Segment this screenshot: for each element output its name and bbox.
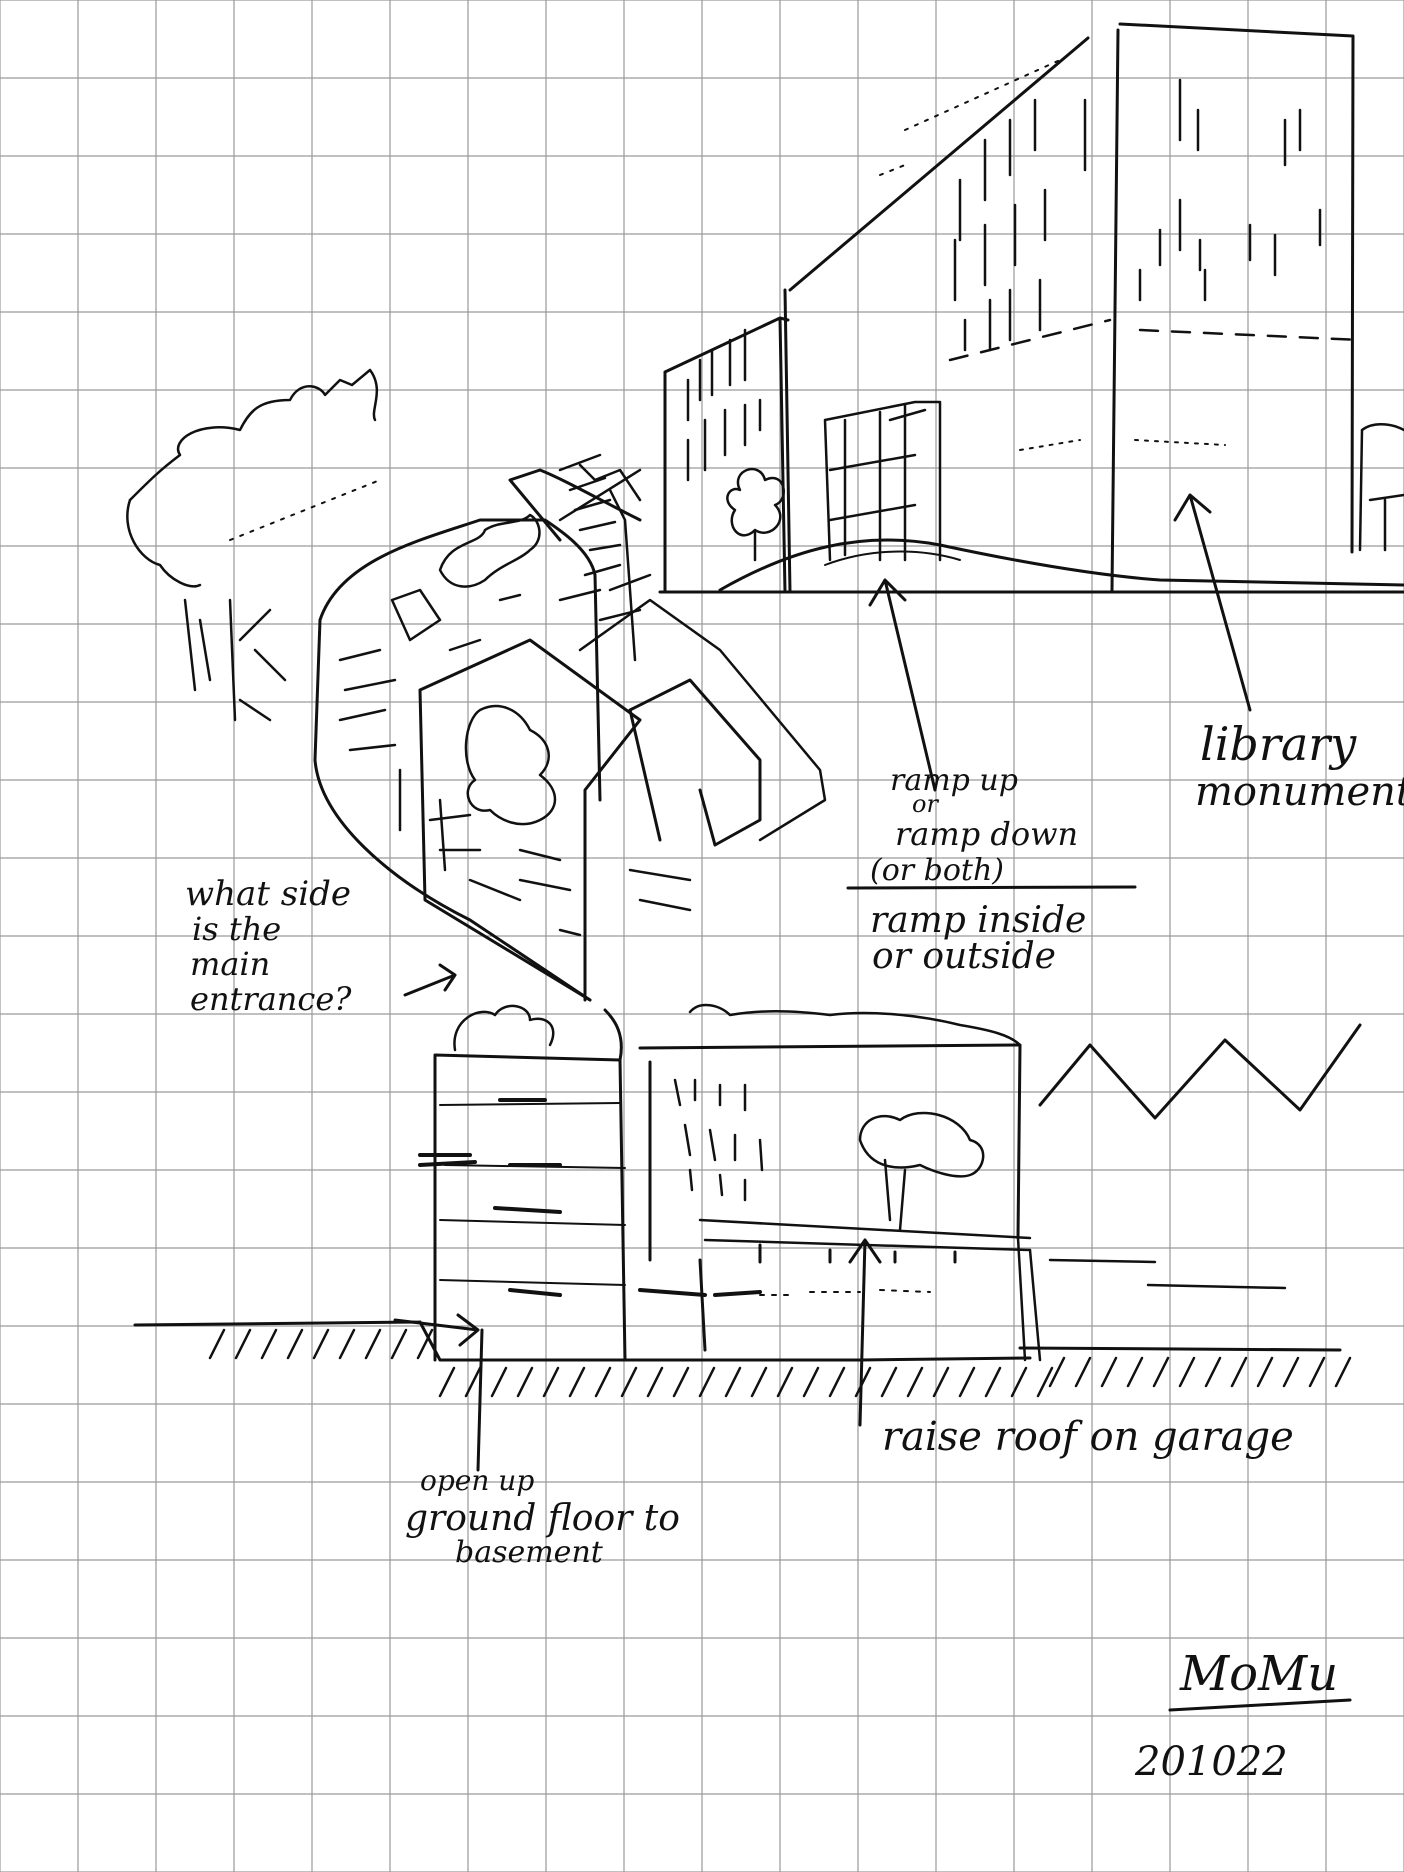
ground-floor-arrow: [476, 1328, 484, 1472]
hatch-stroke: [1178, 1356, 1196, 1388]
ground-label-line1: open up: [420, 1464, 534, 1497]
hatch-stroke: [594, 1366, 612, 1398]
hatch-stroke: [490, 1366, 508, 1398]
hatch-stroke: [672, 1366, 690, 1398]
ramp-label-line3: ramp down: [895, 815, 1078, 853]
library-slanted-roof: [783, 36, 1090, 594]
signature-date: 201022: [1134, 1739, 1288, 1785]
zigzag-roofline: [1038, 1023, 1362, 1120]
hatch-stroke: [338, 1328, 356, 1360]
hatch-stroke: [828, 1366, 846, 1398]
hatch-stroke: [698, 1366, 716, 1398]
ground-label-line3: basement: [455, 1535, 604, 1570]
hatch-stroke: [516, 1366, 534, 1398]
library-monument-block: [1110, 22, 1355, 592]
entrance-label-line3: main: [190, 945, 270, 983]
hatch-stroke: [312, 1328, 330, 1360]
entrance-label-line1: what side: [185, 874, 351, 914]
hatch-stroke: [802, 1366, 820, 1398]
signature-name: MoMu: [1179, 1646, 1338, 1702]
hatch-stroke: [364, 1328, 382, 1360]
ramp-label-line6: or outside: [872, 936, 1056, 977]
library-label-line1: library: [1200, 717, 1357, 771]
hatch-stroke: [1308, 1356, 1326, 1388]
hatch-stroke: [854, 1366, 872, 1398]
hatch-stroke: [234, 1328, 252, 1360]
library-arrow: [1173, 493, 1252, 712]
hatch-stroke: [568, 1366, 586, 1398]
tree-left-trunk: [183, 598, 287, 722]
hatch-stroke: [750, 1366, 768, 1398]
hatch-stroke: [464, 1366, 482, 1398]
ramp-label-line2: or: [912, 790, 939, 818]
hatch-stroke: [620, 1366, 638, 1398]
garage-arrow: [848, 1238, 882, 1427]
hatch-stroke: [1152, 1356, 1170, 1388]
hatch-stroke: [416, 1328, 434, 1360]
hatch-stroke: [1230, 1356, 1248, 1388]
hatch-stroke: [646, 1366, 664, 1398]
hatch-stroke: [1204, 1356, 1222, 1388]
hatch-stroke: [1282, 1356, 1300, 1388]
garage-label: raise roof on garage: [882, 1414, 1294, 1460]
hatch-stroke: [776, 1366, 794, 1398]
entrance-arrow: [403, 963, 457, 997]
hatch-stroke: [984, 1366, 1002, 1398]
hatch-stroke: [906, 1366, 924, 1398]
hatch-stroke: [932, 1366, 950, 1398]
library-label-line2: monument: [1195, 769, 1404, 815]
hatch-stroke: [286, 1328, 304, 1360]
earth-hatching: [208, 1328, 1352, 1398]
ramp-label-line4: (or both): [870, 853, 1004, 888]
hatch-stroke: [1010, 1366, 1028, 1398]
ramp-label-line1: ramp up: [890, 763, 1018, 798]
hatch-stroke: [1048, 1356, 1066, 1388]
hatch-stroke: [1126, 1356, 1144, 1388]
hatch-stroke: [260, 1328, 278, 1360]
section-drawing: [133, 885, 1362, 1712]
entrance-label-line2: is the: [192, 910, 281, 948]
entrance-label-line4: entrance?: [190, 980, 352, 1018]
annotations: library monument ramp up or ramp down (o…: [185, 717, 1404, 1785]
hatch-stroke: [208, 1328, 226, 1360]
hatch-stroke: [1100, 1356, 1118, 1388]
entrance-glass-box: [823, 400, 942, 562]
isometric-building-sketch: [313, 453, 827, 1002]
ground-label-line2: ground floor to: [405, 1498, 680, 1539]
tree-left-canopy: [128, 368, 379, 502]
hatch-stroke: [724, 1366, 742, 1398]
hatch-stroke: [1256, 1356, 1274, 1388]
ramp-arrow: [868, 578, 937, 792]
section-ground-line: [133, 1320, 1342, 1362]
ramp-arc: [718, 538, 1404, 592]
hatch-stroke: [1334, 1356, 1352, 1388]
hatch-stroke: [542, 1366, 560, 1398]
left-block: [663, 316, 790, 594]
hatch-stroke: [1036, 1366, 1054, 1398]
hatch-stroke: [958, 1366, 976, 1398]
left-tower: [433, 1008, 627, 1362]
hatch-stroke: [390, 1328, 408, 1360]
library-perspective-drawing: [126, 22, 1404, 792]
hatch-stroke: [1074, 1356, 1092, 1388]
tree-small: [726, 468, 785, 562]
hatch-stroke: [880, 1366, 898, 1398]
ramp-label-line5: ramp inside: [870, 900, 1086, 941]
hatch-stroke: [438, 1366, 456, 1398]
